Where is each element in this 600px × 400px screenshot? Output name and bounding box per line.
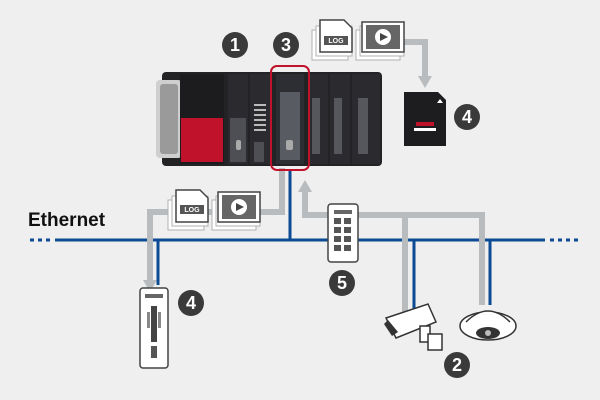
industrial-pc-icon: [139, 287, 169, 369]
plc-rack: [156, 72, 382, 166]
log-file-label-top: LOG: [328, 38, 344, 45]
badge-1: 1: [222, 32, 248, 58]
ethernet-label: Ethernet: [28, 210, 106, 231]
log-file-label-bottom: LOG: [184, 207, 200, 214]
data-path-devices-to-plc: [298, 180, 485, 320]
dome-camera-icon: [459, 310, 517, 341]
badge-3: 3: [273, 32, 299, 58]
badge-4-sd-card: 4: [454, 104, 480, 130]
selected-module-highlight: [270, 65, 310, 171]
sd-card-icon: [404, 92, 446, 146]
network-drops: [156, 170, 492, 315]
log-file-stack-top: [311, 19, 353, 61]
badge-2: 2: [444, 352, 470, 378]
badge-5: 5: [329, 270, 355, 296]
log-file-stack-bottom: [167, 189, 209, 231]
network-switch-icon: [327, 203, 359, 263]
video-file-stack-bottom: [211, 191, 261, 231]
video-file-stack-top: [355, 21, 405, 61]
bullet-camera-icon: [384, 303, 443, 351]
badge-4-industrial-pc: 4: [178, 290, 204, 316]
